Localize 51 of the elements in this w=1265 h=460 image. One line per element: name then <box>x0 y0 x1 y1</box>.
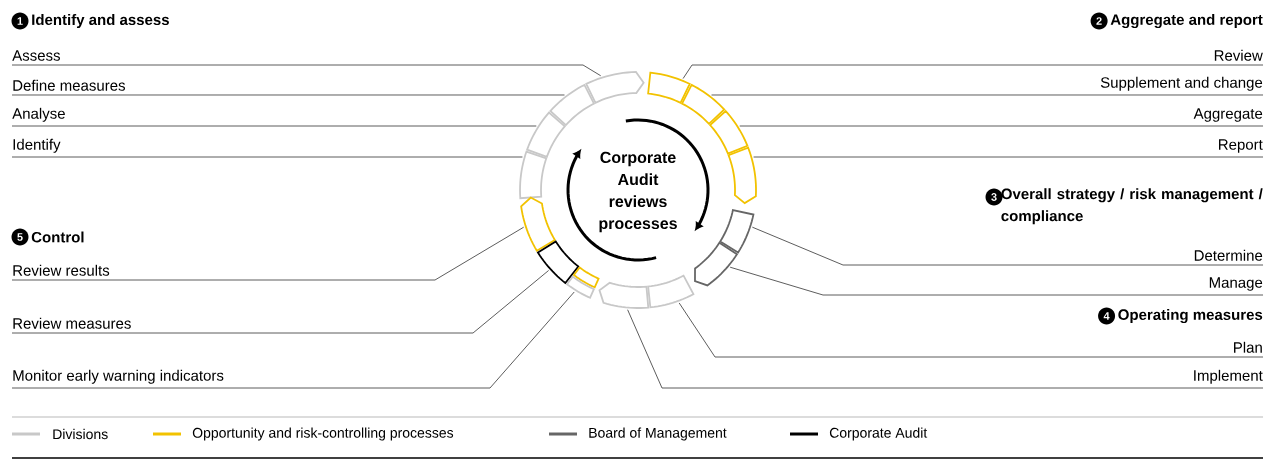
section-heading: Overall strategy / risk management / compliance <box>1001 188 1263 225</box>
number-badge: 2 <box>1090 12 1108 30</box>
step-label: Determine <box>1194 249 1263 261</box>
leader-line <box>739 125 1264 127</box>
step-label: Supplement and change <box>1100 76 1263 91</box>
step-label: Identify <box>13 138 61 153</box>
leader-line <box>11 64 602 77</box>
step-label: Define measures <box>13 79 125 91</box>
ring-segment <box>585 71 645 104</box>
step-label: Aggregate <box>1193 108 1263 122</box>
step-label: Assess <box>12 50 60 61</box>
step-label: Plan <box>1234 341 1262 353</box>
step-label: Implement <box>1194 369 1263 384</box>
leader-line <box>627 309 1264 389</box>
number-badge: 1 <box>11 12 29 30</box>
leader-line <box>711 94 1264 96</box>
step-label: Review <box>1214 49 1263 61</box>
ring-segment <box>647 274 695 309</box>
leader-line <box>729 266 1264 296</box>
ring-segment <box>727 146 757 205</box>
leader-line <box>682 64 1264 79</box>
section-heading: Operating measures <box>1118 309 1263 324</box>
step-label: Report <box>1219 139 1263 153</box>
leader-line <box>11 270 550 334</box>
legend-label: Divisions <box>53 428 108 440</box>
section-heading: Control <box>31 231 84 243</box>
leader-line <box>753 156 1264 158</box>
legend-label: Corporate Audit <box>829 427 928 441</box>
step-label: Review results <box>13 264 110 276</box>
section-heading: Aggregate and report <box>1110 14 1263 29</box>
number-badge: 5 <box>11 228 29 246</box>
leader-line <box>11 94 565 96</box>
leader-line <box>751 226 1264 266</box>
leader-line <box>11 156 523 158</box>
center-label: Corporate Audit reviews processes <box>599 151 677 233</box>
ring-segment <box>719 209 755 254</box>
ring-segment <box>519 150 548 200</box>
step-label: Monitor early warning indicators <box>13 369 224 384</box>
leader-line <box>11 226 525 281</box>
legend-label: Opportunity and risk-controlling processes <box>192 427 454 441</box>
leader-line <box>11 125 537 127</box>
step-label: Review measures <box>13 317 131 329</box>
section-heading: Identify and assess <box>32 14 169 28</box>
step-label: Manage <box>1209 277 1263 291</box>
leader-line <box>678 302 1264 358</box>
ring-segment <box>572 266 600 289</box>
step-label: Analyse <box>12 107 65 122</box>
ring-segment <box>598 281 650 309</box>
number-badge: 4 <box>1098 307 1116 325</box>
ring-segment <box>647 71 691 104</box>
legend-label: Board of Management <box>589 427 727 441</box>
